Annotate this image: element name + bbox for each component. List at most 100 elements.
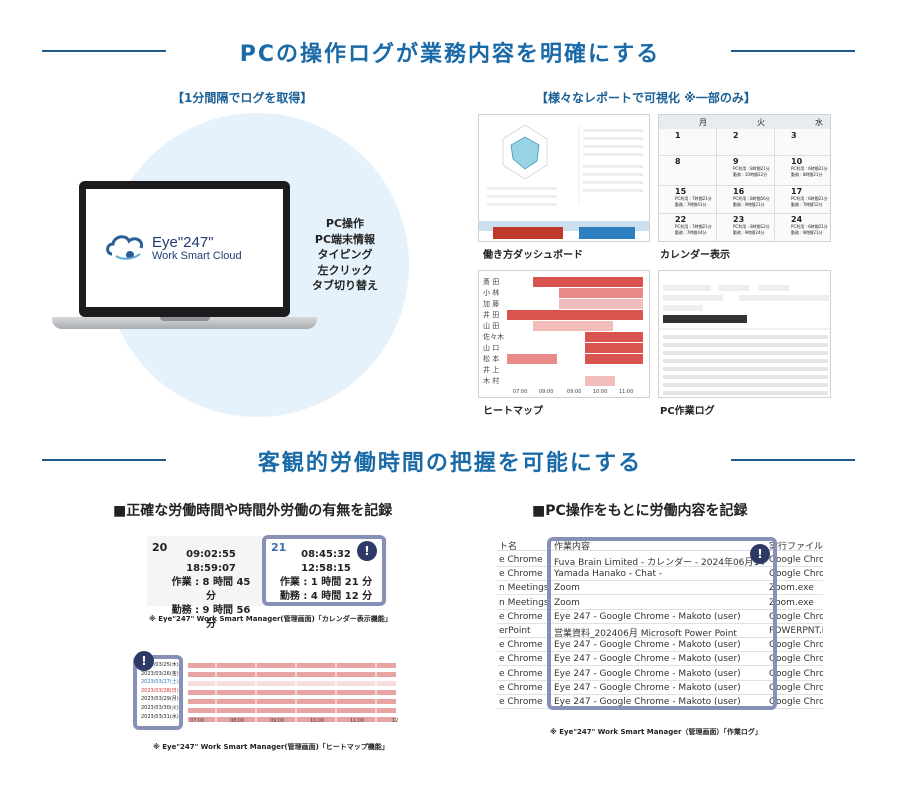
heatmap-date: 2023/03/31(水) (141, 713, 179, 720)
calendar-date: 8 (675, 157, 681, 166)
calendar-date: 10 (791, 157, 803, 166)
table-cell: Zoom (554, 583, 580, 594)
lower-right-heading: ■PC操作をもとに労働内容を記録 (532, 503, 748, 519)
table-cell: Eye 247 - Google Chrome - Makoto (user) (554, 611, 741, 622)
heatmap-date: 2023/03/26(金) (141, 670, 179, 677)
table-cell: Yamada Hanako - Chat - (554, 569, 663, 580)
table-cell: e Chrome (499, 569, 543, 580)
heatmap-time: 09:00 (567, 389, 582, 395)
feature-item: PC端末情報 (314, 232, 376, 246)
table-cell: Eye 247 - Google Chrome - Makoto (user) (554, 697, 741, 707)
radar-chart-icon (479, 124, 649, 239)
table-cell: Eye 247 - Google Chrome - Makoto (user) (554, 654, 741, 665)
dashboard-thumbnail[interactable] (478, 114, 650, 242)
calendar-card-1: 09:02:55 18:59:07 作業 : 8 時間 45 分 勤務 : 9 … (166, 548, 256, 632)
calendar-caption: カレンダー表示 (660, 250, 730, 261)
feature-list: PC操作 PC端末情報 タイピング 左クリック タブ切り替え (290, 216, 400, 294)
header-line-left (42, 50, 166, 52)
table-cell: Google Chrom (769, 569, 823, 580)
heatmap-time: 11:00 (350, 718, 365, 724)
calendar-grid (659, 185, 830, 186)
calendar-cell-text: PC利用 : 8時間56分勤務 : 9時間21分 (733, 196, 770, 207)
table-cell: Zoom.exe (769, 597, 814, 608)
feature-item: PC操作 (325, 217, 365, 230)
worklog-note: ※ Eye"247" Work Smart Manager（管理画面）「作業ログ… (550, 728, 762, 736)
table-cell: POWERPNT.EXE (769, 626, 823, 636)
left-subtitle: 【1分間隔でログを取得】 (172, 91, 313, 105)
dashboard-caption: 働き方ダッシュボード (483, 250, 583, 261)
feature-item: タブ切り替え (312, 279, 378, 292)
calendar-date: 9 (733, 157, 739, 166)
calendar-date: 24 (791, 215, 803, 224)
calendar-cell-text: PC利用 : 8時間21分勤務 : 10時間22分 (733, 166, 770, 177)
logo-brand: Eye"247" (152, 234, 214, 251)
heatmap-thumbnail[interactable]: 斎 田 小 林 加 藤 井 田 山 田 佐々木 山 口 松 本 井 上 木 村 … (478, 270, 650, 398)
calendar-header (659, 115, 830, 129)
table-cell: e Chrome (499, 668, 543, 679)
calendar-date: 1 (675, 131, 681, 140)
card-duty-time: 勤務 : 9 時間 56 分 (171, 605, 251, 630)
card-start-time: 08:45:32 (301, 549, 351, 560)
heatmap-note: ※ Eye"247" Work Smart Manager(管理画面)「ヒートマ… (153, 743, 389, 751)
heatmap-name: 小 林 (483, 289, 500, 297)
calendar-date: 2 (733, 131, 739, 140)
pclog-thumbnail[interactable] (658, 270, 831, 398)
heatmap-date: 2023/03/25(木) (141, 662, 179, 668)
calendar-day-tue: 火 (757, 118, 765, 127)
feature-item: タイピング (317, 248, 373, 261)
alert-icon: ! (134, 651, 154, 671)
calendar-cell-text: PC利用 : 6時間21分勤務 : 9時間21分 (791, 224, 828, 235)
table-row[interactable]: n Meetings Zoom Zoom.exe (497, 596, 823, 610)
calendar-date: 3 (791, 131, 797, 140)
heatmap-name: 斎 田 (483, 278, 500, 286)
card-duty-time: 勤務 : 4 時間 12 分 (279, 591, 373, 602)
table-row[interactable]: e Chrome Yamada Hanako - Chat - Google Chr… (497, 567, 823, 582)
heatmap-time: 10:00 (593, 389, 608, 395)
column-header: ト名 (499, 542, 518, 552)
heatmap-date-list: 2023/03/25(木) 2023/03/26(金) 2023/03/27(土… (141, 661, 179, 721)
heatmap-time-axis: 07:00 08:00 09:00 10:00 11:00 12 (190, 718, 402, 726)
table-cell: Google Chrom (769, 682, 823, 693)
heatmap-time: 07:00 (190, 718, 205, 724)
calendar-card-2: 08:45:32 12:58:15 作業 : 1 時間 21 分 勤務 : 4 … (276, 548, 376, 604)
table-cell: Google Chrom (769, 640, 823, 651)
table-cell: e Chrome (499, 654, 543, 665)
heatmap-name: 山 口 (483, 344, 500, 352)
calendar-thumbnail[interactable]: 月 火 水 1 2 3 8 9 10 15 16 17 22 23 24 PC利… (658, 114, 831, 242)
heatmap-time: 12 (392, 718, 399, 724)
header2-line-left (42, 459, 166, 461)
heatmap-date-frame (133, 655, 183, 730)
table-cell: 営業資料_202406月 Microsoft Power Point (554, 629, 737, 639)
heatmap-name: 山 田 (483, 322, 500, 330)
table-cell: Eye 247 - Google Chrome - Makoto (user) (554, 682, 741, 693)
heatmap-caption: ヒートマップ (483, 406, 543, 417)
heatmap-time: 07:00 (513, 389, 528, 395)
table-header-row: ト名 作業内容 実行ファイル (497, 537, 823, 552)
laptop-screen (86, 189, 283, 307)
calendar-grid (659, 155, 830, 156)
calendar-day-mon: 月 (699, 118, 707, 127)
card-end-time: 12:58:15 (301, 563, 351, 574)
cloud-logo-icon (106, 235, 144, 260)
calendar-date: 17 (791, 187, 803, 196)
calendar-date: 16 (733, 187, 745, 196)
table-row[interactable]: e Chrome Eye 247 - Google Chrome - Makoto… (497, 652, 823, 667)
calendar-date: 22 (675, 215, 687, 224)
heatmap-time: 11:00 (619, 389, 634, 395)
calendar-cell-text: PC利用 : 6時間21分勤務 : 7時間52分 (791, 196, 828, 207)
table-cell: Zoom (554, 597, 580, 608)
calendar-cell-text: PC利用 : 7時間21分勤務 : 7時間41分 (675, 196, 712, 207)
heatmap-time: 09:00 (270, 718, 285, 724)
table-cell: n Meetings (499, 583, 549, 594)
table-cell: n Meetings (499, 597, 549, 608)
pclog-caption: PC作業ログ (660, 406, 715, 417)
highlight-frame (547, 537, 777, 710)
calendar-card-date: 20 (152, 541, 168, 554)
